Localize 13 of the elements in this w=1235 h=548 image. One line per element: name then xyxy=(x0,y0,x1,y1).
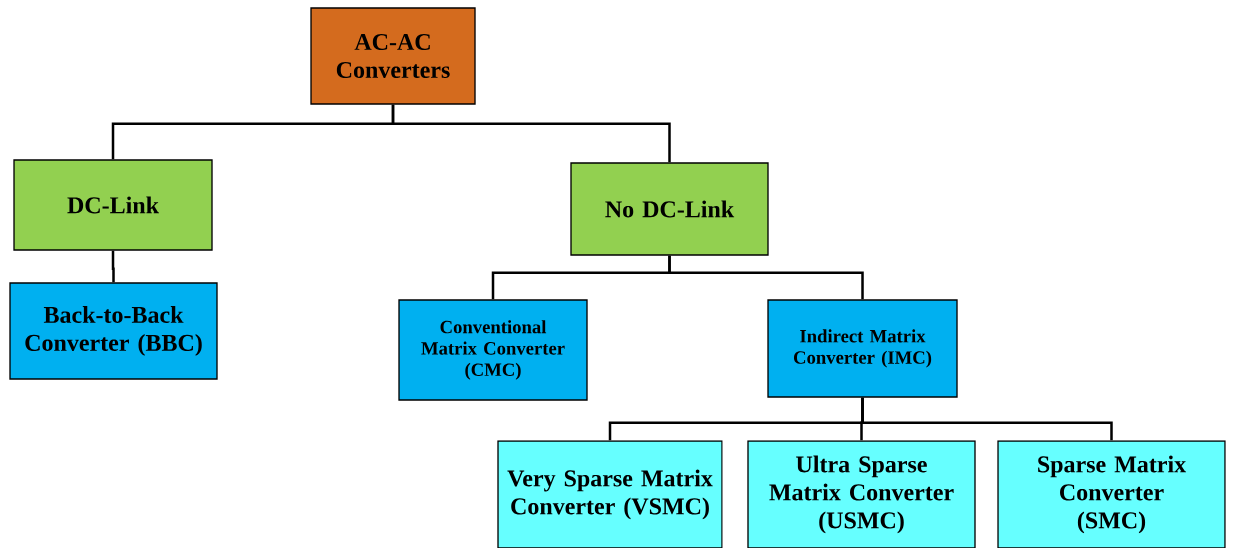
box: Sparse Matrix Converter (SMC) xyxy=(997,440,1226,548)
box: AC-AC Converters xyxy=(310,7,476,105)
box: Conventional Matrix Converter (CMC) xyxy=(398,299,588,401)
box: Back-to-Back Converter (BBC) xyxy=(9,282,218,380)
box: Indirect Matrix Converter (IMC) xyxy=(767,299,958,398)
connector-line xyxy=(391,104,671,163)
box: No DC-Link xyxy=(570,162,769,256)
box: Ultra Sparse Matrix Converter (USMC) xyxy=(747,440,976,548)
connector-line xyxy=(668,255,864,300)
box: DC-Link xyxy=(13,159,213,251)
connector-line xyxy=(861,397,1113,441)
connector-line xyxy=(111,250,115,283)
box: Very Sparse Matrix Converter (VSMC) xyxy=(497,440,723,548)
